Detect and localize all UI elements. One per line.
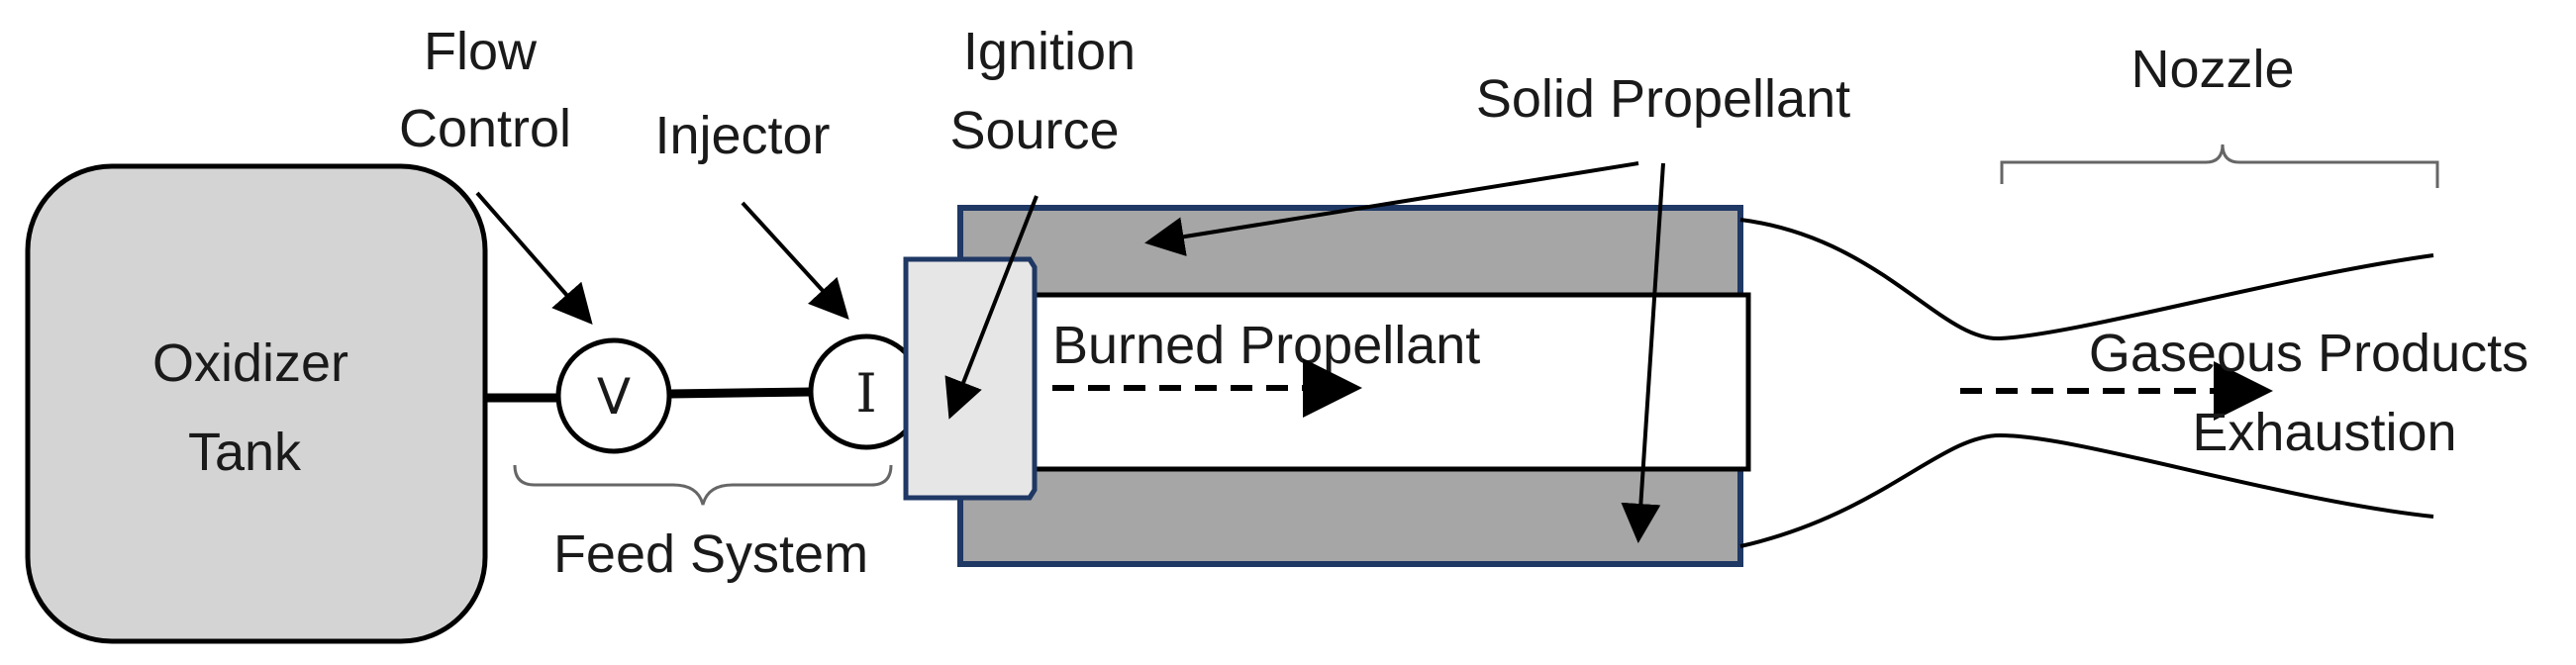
- ignition-source-label-line2: Source: [949, 101, 1119, 160]
- feed-line-valve-to-injector: [669, 387, 813, 399]
- ignition-source-pointer: [944, 195, 1039, 420]
- feed-system-brace: [513, 464, 893, 506]
- exhaustion-label: Exhaustion: [2192, 403, 2456, 462]
- flow-control-valve: [555, 337, 672, 454]
- oxidizer-tank-label-line2: Tank: [188, 423, 302, 482]
- nozzle-lower-contour: [1739, 432, 2434, 548]
- solid-propellant-label: Solid Propellant: [1476, 69, 1850, 129]
- feed-system-label: Feed System: [553, 524, 868, 584]
- igniter: [903, 256, 1038, 501]
- injector-symbol: I: [855, 362, 876, 425]
- nozzle-label: Nozzle: [2130, 40, 2294, 99]
- injector-label: Injector: [654, 106, 830, 165]
- burned-propellant-label: Burned Propellant: [1052, 316, 1480, 375]
- injector-pointer: [741, 201, 849, 320]
- oxidizer-tank-label-line1: Oxidizer: [152, 333, 348, 393]
- nozzle-brace: [2000, 143, 2439, 188]
- solid-propellant-pointer-upper: [1144, 161, 1639, 257]
- oxidizer-tank: [25, 163, 488, 644]
- combustion-port: [1027, 292, 1751, 472]
- flow-control-label-line1: Flow: [424, 22, 538, 81]
- gaseous-products-label: Gaseous Products: [2089, 324, 2528, 383]
- flow-control-label-line2: Control: [399, 99, 571, 158]
- flow-control-pointer: [475, 191, 593, 326]
- valve-symbol: V: [597, 368, 631, 426]
- ignition-source-label-line1: Ignition: [963, 22, 1136, 81]
- nozzle-upper-contour: [1739, 218, 2434, 341]
- solid-propellant-pointer-lower: [1621, 162, 1665, 543]
